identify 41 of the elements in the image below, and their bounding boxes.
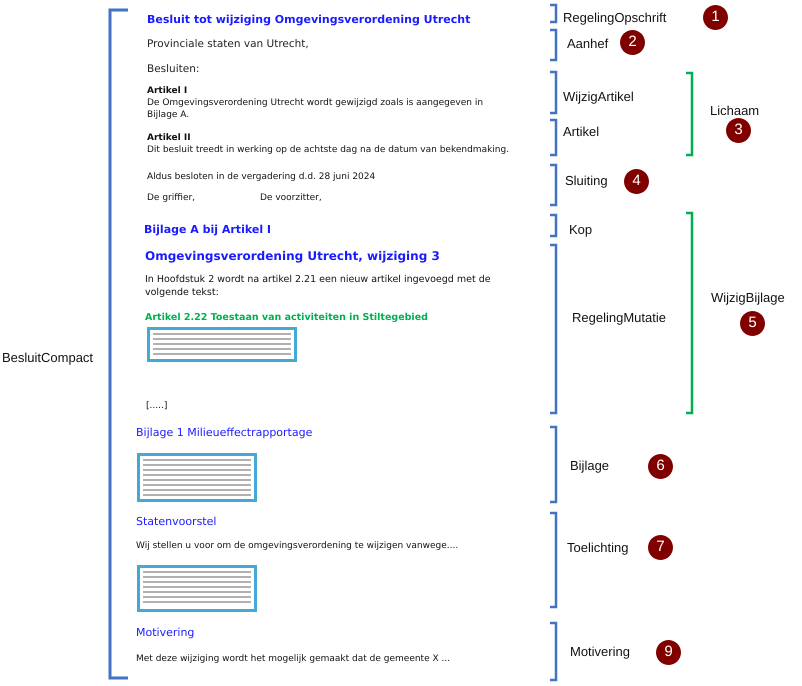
bracket-label: WijzigArtikel — [563, 88, 634, 106]
preamble-text: Provinciale staten van Utrecht, — [147, 37, 309, 52]
number-badge: 1 — [703, 5, 728, 30]
bracket-label: RegelingOpschrift — [563, 9, 666, 27]
bracket-label: BesluitCompact — [2, 349, 94, 367]
number-badge: 6 — [648, 454, 673, 479]
body-text: Wij stellen u voor om de omgevingsverordening te wijzigen vanwege.... — [136, 540, 458, 553]
article-text: Dit besluit treedt in werking op de achtste dag na de datum van bekendmaking. — [147, 144, 510, 157]
bracket-label: Sluiting — [565, 172, 608, 190]
document-title: Besluit tot wijziging Omgevingsverordening Utrecht — [147, 12, 470, 28]
bracket-label: Aanhef — [567, 35, 608, 53]
bracket-label: Bijlage — [570, 457, 610, 475]
number-badge: 9 — [656, 640, 681, 665]
article-text: De Omgevingsverordening Utrecht wordt gewijzigd zoals is aangegeven in Bijlage A. — [147, 97, 484, 121]
section-heading: Motivering — [136, 625, 194, 641]
number-badge: 5 — [740, 311, 765, 336]
signature-text: De griffier, — [147, 192, 196, 205]
number-badge: 7 — [648, 535, 673, 560]
body-text: Met deze wijziging wordt het mogelijk gemaakt dat de gemeente X ... — [136, 653, 450, 666]
section-heading: Statenvoorstel — [136, 514, 216, 530]
ellipsis-text: [.....] — [146, 400, 168, 413]
article-heading: Artikel 2.22 Toestaan van activiteiten in Stiltegebied — [145, 311, 428, 325]
article-heading: Artikel I — [147, 85, 188, 98]
bracket-label: WijzigBijlage — [711, 289, 785, 307]
number-badge: 4 — [624, 169, 649, 194]
closing-text: Aldus besloten in de vergadering d.d. 28 juni 2024 — [147, 171, 376, 184]
decision-text: Besluiten: — [147, 62, 200, 77]
bracket-label: Lichaam — [710, 102, 760, 120]
annex-heading: Bijlage A bij Artikel I — [144, 222, 272, 238]
bracket-label: RegelingMutatie — [572, 309, 666, 327]
number-badge: 3 — [726, 118, 751, 143]
article-heading: Artikel II — [147, 132, 191, 145]
annex-title: Omgevingsverordening Utrecht, wijziging 3 — [145, 248, 440, 265]
annex-heading: Bijlage 1 Milieueffectrapportage — [136, 425, 312, 441]
bracket-label: Motivering — [570, 643, 630, 661]
bracket-label: Artikel — [563, 123, 600, 141]
signature-text: De voorzitter, — [260, 192, 322, 205]
bracket-label: Toelichting — [567, 539, 628, 557]
number-badge: 2 — [620, 30, 645, 55]
bracket-label: Kop — [569, 221, 592, 239]
mutation-text: In Hoofdstuk 2 wordt na artikel 2.21 een nieuw artikel ingevoegd met de volgende tekst: — [145, 273, 492, 299]
